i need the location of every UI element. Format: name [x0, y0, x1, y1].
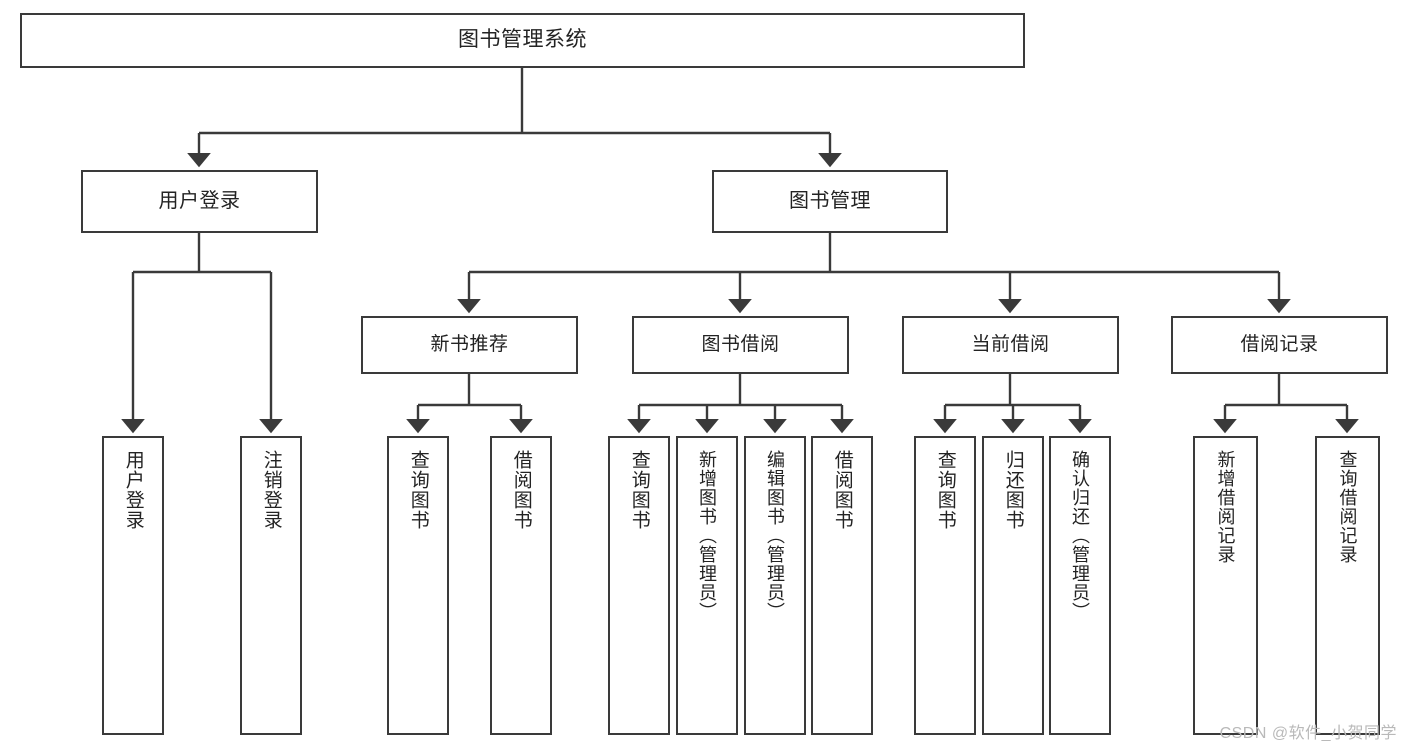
leaf-query-book-1-label: 查询图书 — [407, 450, 429, 530]
node-user-login[interactable]: 用户登录 — [81, 170, 318, 233]
node-current-borrow[interactable]: 当前借阅 — [902, 316, 1119, 374]
node-user-login-label: 用户登录 — [158, 189, 241, 212]
leaf-user-login-label: 用户登录 — [122, 450, 144, 530]
node-book-borrow-label: 图书借阅 — [701, 333, 780, 355]
node-new-book-rec[interactable]: 新书推荐 — [361, 316, 578, 374]
leaf-query-book-1[interactable]: 查询图书 — [387, 436, 449, 735]
leaf-borrow-book-1[interactable]: 借阅图书 — [490, 436, 552, 735]
leaf-add-book[interactable]: 新增图书（管理员） — [676, 436, 738, 735]
csdn-watermark: CSDN @软件_小贺同学 — [1219, 725, 1397, 742]
node-new-book-rec-label: 新书推荐 — [430, 333, 509, 355]
leaf-add-record[interactable]: 新增借阅记录 — [1193, 436, 1258, 735]
leaf-add-book-label: 新增图书（管理员） — [697, 450, 718, 621]
node-root-label: 图书管理系统 — [458, 28, 587, 52]
node-book-manage[interactable]: 图书管理 — [712, 170, 948, 233]
leaf-query-record-label: 查询借阅记录 — [1337, 450, 1358, 564]
leaf-borrow-book-2-label: 借阅图书 — [831, 450, 853, 530]
leaf-confirm-return-label: 确认归还（管理员） — [1070, 450, 1091, 621]
leaf-add-record-label: 新增借阅记录 — [1215, 450, 1236, 564]
node-book-borrow[interactable]: 图书借阅 — [632, 316, 849, 374]
leaf-logout-label: 注销登录 — [260, 450, 282, 530]
leaf-edit-book-label: 编辑图书（管理员） — [765, 450, 786, 621]
leaf-user-login[interactable]: 用户登录 — [102, 436, 164, 735]
leaf-borrow-book-2[interactable]: 借阅图书 — [811, 436, 873, 735]
node-book-manage-label: 图书管理 — [789, 189, 871, 212]
leaf-edit-book[interactable]: 编辑图书（管理员） — [744, 436, 806, 735]
leaf-logout[interactable]: 注销登录 — [240, 436, 302, 735]
node-borrow-record[interactable]: 借阅记录 — [1171, 316, 1388, 374]
leaf-query-book-2-label: 查询图书 — [628, 450, 650, 530]
node-current-borrow-label: 当前借阅 — [971, 333, 1050, 355]
node-root[interactable]: 图书管理系统 — [20, 13, 1025, 68]
leaf-borrow-book-1-label: 借阅图书 — [510, 450, 532, 530]
leaf-query-book-3[interactable]: 查询图书 — [914, 436, 976, 735]
leaf-return-book-label: 归还图书 — [1002, 450, 1024, 530]
leaf-query-book-2[interactable]: 查询图书 — [608, 436, 670, 735]
leaf-query-book-3-label: 查询图书 — [934, 450, 956, 530]
node-borrow-record-label: 借阅记录 — [1240, 333, 1319, 355]
leaf-return-book[interactable]: 归还图书 — [982, 436, 1044, 735]
leaf-confirm-return[interactable]: 确认归还（管理员） — [1049, 436, 1111, 735]
leaf-query-record[interactable]: 查询借阅记录 — [1315, 436, 1380, 735]
